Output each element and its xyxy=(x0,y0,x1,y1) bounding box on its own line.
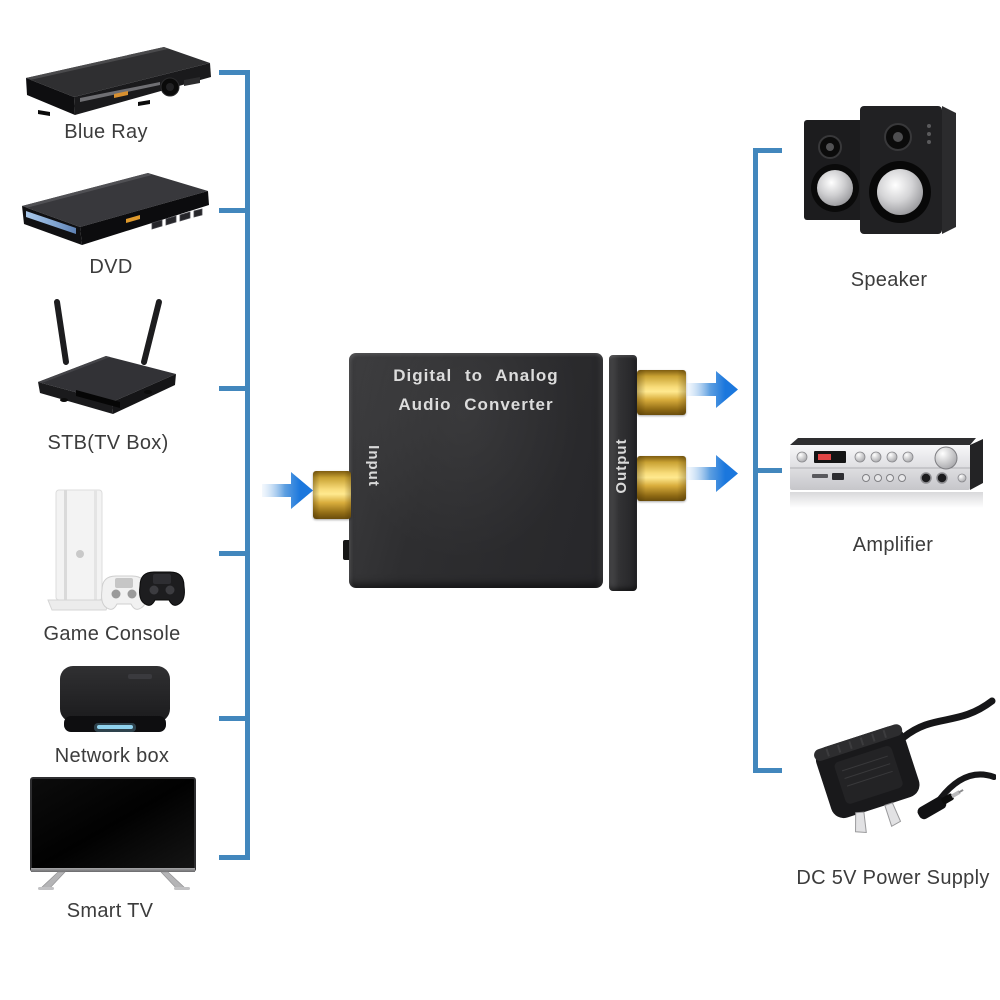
converter-device xyxy=(349,353,603,588)
power-adapter-image xyxy=(814,697,996,833)
stb-label: STB(TV Box) xyxy=(47,432,169,454)
amplifier-connector-line xyxy=(758,468,782,473)
speaker-label: Speaker xyxy=(850,269,928,291)
output-arrow-right-icon-bottom xyxy=(687,455,738,492)
power-supply-label: DC 5V Power Supply xyxy=(796,867,990,889)
blue-ray-label: Blue Ray xyxy=(64,121,148,143)
speaker-connector-line xyxy=(758,148,782,153)
power-connector-line xyxy=(758,768,782,773)
smart-tv-connector-line xyxy=(219,855,245,860)
dvd-label: DVD xyxy=(89,256,133,278)
output-rca-connector-bottom xyxy=(637,456,686,501)
input-rca-connector xyxy=(313,471,351,519)
sink-bus-line xyxy=(753,148,758,773)
input-arrow-right-icon xyxy=(262,472,313,509)
network-box-connector-line xyxy=(219,716,245,721)
smart-tv-label: Smart TV xyxy=(66,900,154,922)
converter-input-label: Input xyxy=(365,445,382,487)
dvd-player-image xyxy=(22,173,209,245)
smart-tv-image xyxy=(30,777,196,890)
amplifier-label: Amplifier xyxy=(852,534,934,556)
dvd-connector-line xyxy=(219,208,245,213)
converter-side-panel xyxy=(609,355,637,591)
game-console-image xyxy=(47,489,185,611)
converter-title: Digital to Analog Audio Converter xyxy=(349,361,603,419)
headphone-jack xyxy=(343,540,352,560)
source-bus-line xyxy=(245,70,250,860)
converter-title-line1: Digital to Analog xyxy=(393,366,559,385)
stb-tv-box-image xyxy=(38,299,176,414)
speaker-image xyxy=(804,106,956,234)
network-box-label: Network box xyxy=(54,745,170,767)
converter-title-line2: Audio Converter xyxy=(398,395,554,414)
converter-output-label: Output xyxy=(613,438,630,494)
stb-connector-line xyxy=(219,386,245,391)
game-console-connector-line xyxy=(219,551,245,556)
output-rca-connector-top xyxy=(637,370,686,415)
blue-ray-player-image xyxy=(26,47,211,116)
network-box-image xyxy=(60,666,170,732)
blue-ray-connector-line xyxy=(219,70,245,75)
game-console-label: Game Console xyxy=(43,623,181,645)
amplifier-image xyxy=(790,438,983,508)
output-arrow-right-icon-top xyxy=(687,371,738,408)
